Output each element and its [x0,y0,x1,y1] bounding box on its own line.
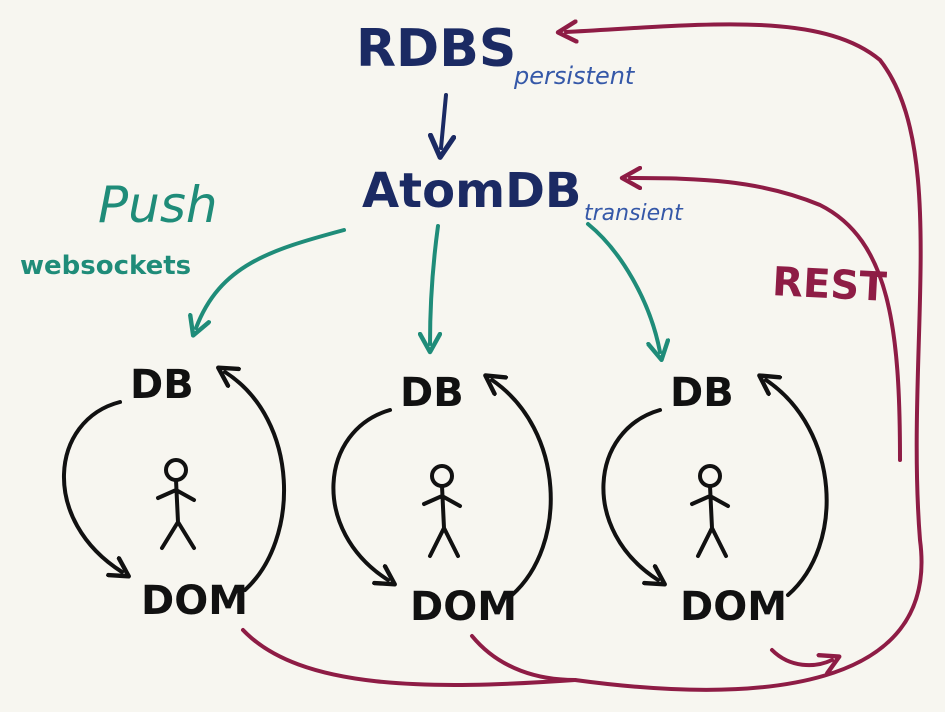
person-icon [690,464,730,558]
atomdb-label: AtomDB [362,163,582,219]
dom-to-db-arrow [225,372,287,592]
rest-from-dom-3 [770,648,832,665]
client-3: DB DOM [601,370,829,630]
rdbs-to-atomdb-arrow [441,93,446,148]
client-dom-label: DOM [680,584,787,630]
push-arrow-left [196,228,346,328]
client-db-label: DB [400,370,464,416]
rest-to-rdbs-arrow [566,24,924,692]
rdbs-note: persistent [513,62,636,90]
db-to-dom-arrow [331,408,390,580]
rest-label: REST [771,259,888,311]
client-dom-label: DOM [410,584,517,630]
db-to-dom-arrow [601,408,660,580]
rest-to-atomdb-arrow [630,178,902,462]
client-dom-label: DOM [141,578,248,624]
rest-from-dom-2 [470,634,577,682]
atomdb-note: transient [584,201,684,226]
client-db-label: DB [670,370,734,416]
dom-to-db-arrow [766,380,829,597]
rdbs-label: RDBS [356,19,516,79]
push-arrow-right [586,222,660,352]
person-icon [156,458,196,550]
push-note: websockets [20,251,191,281]
push-label: Push [98,176,218,234]
client-1: DB DOM [62,362,287,624]
person-icon [422,464,462,558]
push-arrow-middle [430,224,438,344]
rest-from-dom-1 [241,628,577,687]
client-2: DB DOM [331,370,553,630]
db-to-dom-arrow [62,400,122,572]
client-db-label: DB [130,362,194,408]
dom-to-db-arrow [492,380,553,597]
